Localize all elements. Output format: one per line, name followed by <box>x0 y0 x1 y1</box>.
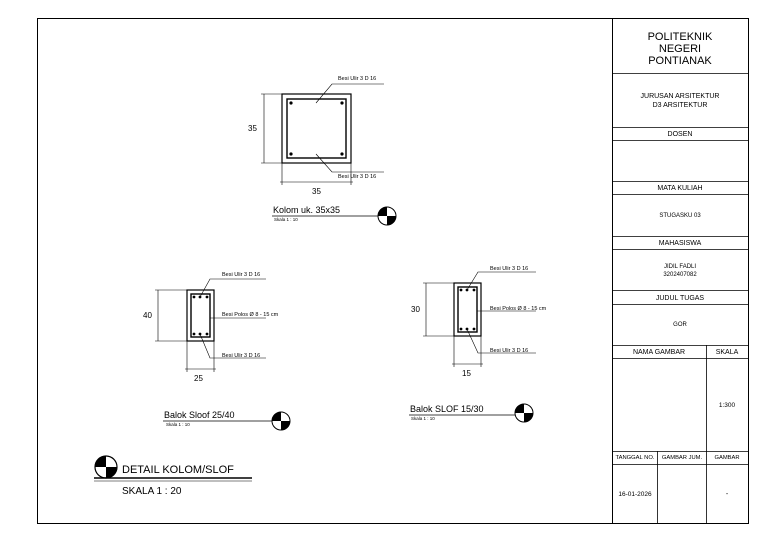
slof-stirrup <box>457 286 478 333</box>
sloof-width-dim: 25 <box>194 374 203 383</box>
section-marker-icon <box>514 403 534 423</box>
rebar <box>340 101 344 105</box>
kolom-height-dim: 35 <box>248 124 257 133</box>
school-line: POLITEKNIK <box>647 31 713 43</box>
kolom-top-leader <box>315 83 384 104</box>
slof-width-dim: 15 <box>462 369 471 378</box>
slof-bottom-bar-label: Besi Ulir 3 D 16 <box>490 348 528 354</box>
tanggal-value: 16-01-2026 <box>618 490 652 498</box>
school-name: POLITEKNIK NEGERI PONTIANAK <box>612 24 748 74</box>
slof-outline <box>453 282 482 337</box>
section-marker-icon <box>377 206 397 226</box>
slof-scale: Skala 1 : 10 <box>411 416 435 421</box>
department-line: D3 ARSITEKTUR <box>652 102 708 109</box>
kolom-bottom-bar-label: Besi Ulir 3 D 16 <box>338 174 376 180</box>
kolom-width-dim: 35 <box>312 187 321 196</box>
sloof-title: Balok Sloof 25/40 <box>164 410 235 420</box>
title-block-grid <box>612 73 748 523</box>
sloof-stirrup-label: Besi Polos Ø 8 - 15 cm <box>222 312 279 318</box>
detail-title: DETAIL KOLOM/SLOF <box>122 464 234 476</box>
kolom-scale: Skala 1 : 10 <box>274 217 298 222</box>
kolom-stirrup <box>286 98 347 159</box>
section-marker-icon <box>271 411 291 431</box>
mahasiswa-name: JIDIL FADLI <box>663 263 697 270</box>
nama-gambar-label: NAMA GAMBAR <box>632 349 686 356</box>
department-line: JURUSAN ARSITEKTUR <box>640 93 720 100</box>
judul-value: GOR <box>673 322 687 328</box>
slof-title: Balok SLOF 15/30 <box>410 404 484 414</box>
school-line: NEGERI <box>658 43 702 55</box>
sheet-border <box>37 18 749 524</box>
sloof-top-bar-label: Besi Ulir 3 D 16 <box>222 272 260 278</box>
kolom-outline <box>281 93 352 164</box>
skala-label: SKALA <box>715 349 739 356</box>
mahasiswa-nim: 3202407082 <box>663 271 697 278</box>
rebar <box>289 152 293 156</box>
kolom-section: Besi Ulir 3 D 16 Besi Ulir 3 D 16 35 35 … <box>248 76 397 226</box>
mata-kuliah-label: MATA KULIAH <box>657 185 703 192</box>
detail-scale: SKALA 1 : 20 <box>122 486 182 497</box>
sloof-section: Besi Ulir 3 D 16 Besi Polos Ø 8 - 15 cm … <box>143 272 291 431</box>
gambar-value: - <box>725 490 729 498</box>
tanggal-label: TANGGAL NO. <box>615 455 655 461</box>
gambar-jumlah-label: GAMBAR JUM. <box>661 455 703 461</box>
mahasiswa-label: MAHASISWA <box>658 240 702 247</box>
slof-stirrup-label: Besi Polos Ø 8 - 15 cm <box>490 306 547 312</box>
skala-value: 1:300 <box>718 402 736 409</box>
department: JURUSAN ARSITEKTUR D3 ARSITEKTUR <box>612 74 748 128</box>
kolom-title: Kolom uk. 35x35 <box>273 205 340 215</box>
gambar-label: GAMBAR <box>714 455 740 461</box>
slof-top-bar-label: Besi Ulir 3 D 16 <box>490 266 528 272</box>
mahasiswa-value: JIDIL FADLI 3202407082 <box>612 250 748 291</box>
school-line: PONTIANAK <box>648 55 712 67</box>
sloof-height-dim: 40 <box>143 311 152 320</box>
kolom-top-bar-label: Besi Ulir 3 D 16 <box>338 76 376 82</box>
mata-kuliah-value: STUGASKU 03 <box>659 212 701 219</box>
detail-marker-icon <box>94 455 118 479</box>
sloof-stirrup <box>190 293 211 338</box>
sloof-outline <box>186 289 215 342</box>
dosen-value <box>612 141 748 182</box>
slof-section: Besi Ulir 3 D 16 Besi Polos Ø 8 - 15 cm … <box>409 266 547 423</box>
sloof-bottom-bar-label: Besi Ulir 3 D 16 <box>222 353 260 359</box>
dosen-label: DOSEN <box>667 131 693 138</box>
judul-label: JUDUL TUGAS <box>655 294 705 302</box>
slof-height-dim: 30 <box>411 305 420 314</box>
title-block: POLITEKNIK NEGERI PONTIANAK JURUSAN ARSI… <box>612 18 748 523</box>
detail-title-block: DETAIL KOLOM/SLOF SKALA 1 : 20 <box>94 455 252 497</box>
rebar <box>340 152 344 156</box>
sloof-scale: Skala 1 : 10 <box>166 422 190 427</box>
kolom-bottom-leader <box>315 153 384 173</box>
rebar <box>289 101 293 105</box>
